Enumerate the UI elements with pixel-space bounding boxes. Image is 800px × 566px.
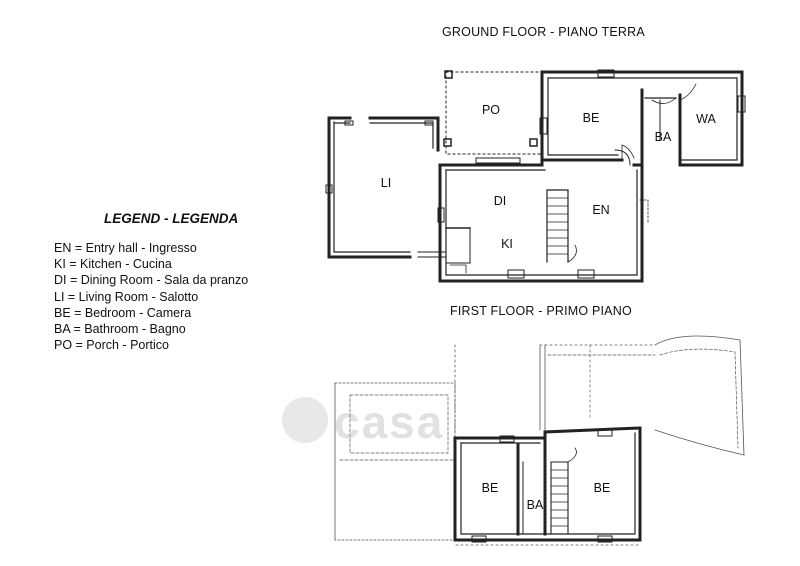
- legend: LEGEND - LEGENDA EN = Entry hall - Ingre…: [54, 211, 248, 353]
- room-label-ba-first: BA: [526, 498, 544, 512]
- legend-item-li: LI = Living Room - Salotto: [54, 289, 199, 304]
- first-floor-rooms: [453, 426, 642, 543]
- room-label-be-left: BE: [481, 481, 499, 495]
- home-icon: [282, 397, 328, 443]
- room-label-po: PO: [481, 103, 501, 117]
- room-label-be-right: BE: [593, 481, 611, 495]
- legend-item-ki: KI = Kitchen - Cucina: [54, 257, 172, 272]
- legend-item-di: DI = Dining Room - Sala da pranzo: [54, 273, 249, 288]
- legend-item-ba: BA = Bathroom - Bagno: [54, 322, 186, 337]
- room-label-en: EN: [592, 203, 610, 217]
- legend-item-en: EN = Entry hall - Ingresso: [54, 241, 197, 255]
- room-label-di: DI: [493, 194, 507, 208]
- room-label-be: BE: [582, 111, 600, 125]
- ground-bedroom-block: [539, 69, 746, 167]
- ground-living-room: [325, 116, 446, 259]
- room-label-ba: BA: [654, 130, 672, 144]
- ground-floor-title: GROUND FLOOR - PIANO TERRA: [442, 25, 645, 39]
- watermark-text: casa: [334, 396, 445, 448]
- first-floor-title: FIRST FLOOR - PRIMO PIANO: [450, 304, 632, 318]
- room-label-ki: KI: [501, 237, 513, 251]
- room-label-wa: WA: [696, 112, 716, 126]
- watermark: casa: [282, 393, 532, 453]
- first-floor-outline: [334, 335, 745, 546]
- ground-main-block: [437, 149, 649, 283]
- legend-item-be: BE = Bedroom - Camera: [54, 305, 192, 320]
- legend-item-po: PO = Porch - Portico: [54, 338, 169, 353]
- legend-title: LEGEND - LEGENDA: [104, 211, 239, 226]
- room-label-li: LI: [380, 176, 392, 190]
